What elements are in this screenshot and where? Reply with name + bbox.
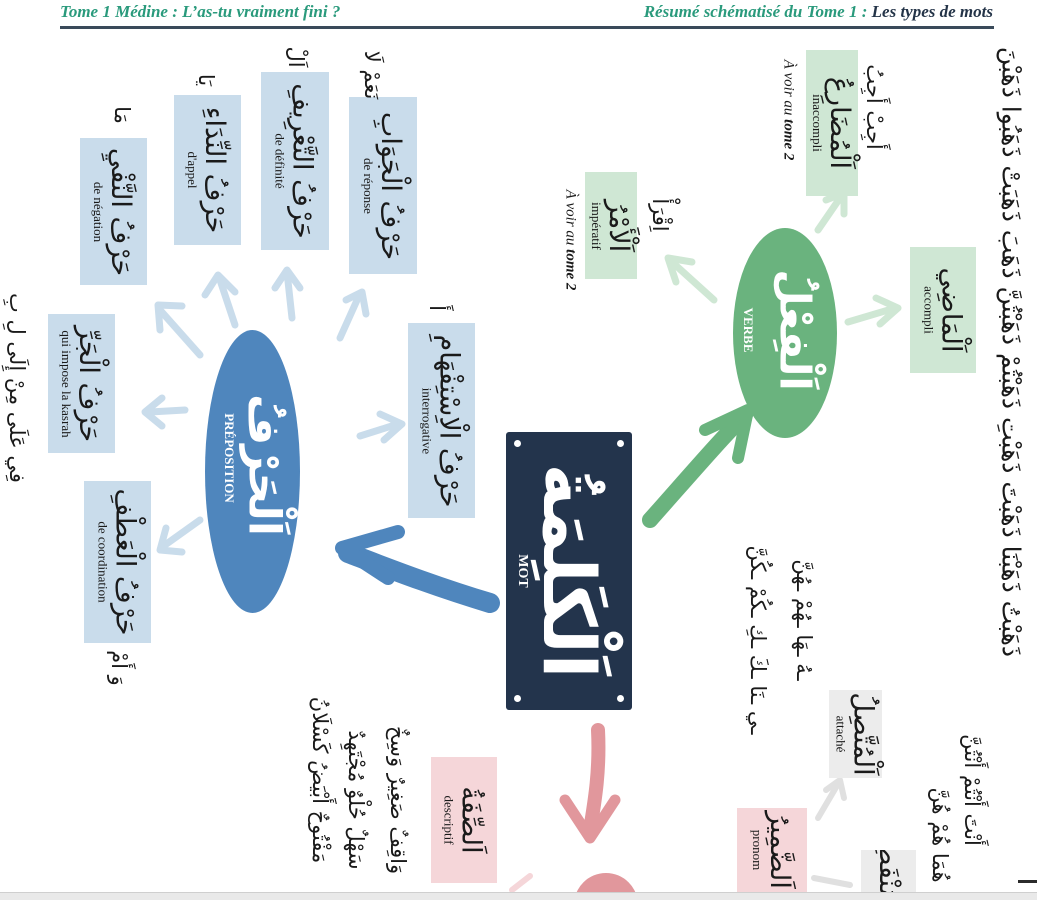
nida-french: d'appel: [185, 151, 201, 189]
munfasil-arabic: اَلْمُنْفَصِلُ: [873, 850, 904, 892]
tarif-french: de définité: [272, 133, 288, 189]
note-amr-tome: tome 2: [562, 249, 579, 291]
madi-arabic: اَلْمَاضِي: [934, 267, 966, 353]
box-tarif: حَرْفُ التَّعْرِيفِde définité: [261, 72, 329, 250]
mudari-arabic: اَلْمُضَارِعُ: [824, 76, 855, 170]
harf-oval: [205, 330, 300, 613]
box-mudari: اَلْمُضَارِعُinaccompli: [806, 50, 858, 196]
center-french: MOT: [515, 554, 530, 588]
jarr-arabic: حَرْفُ الْجَرِّ: [73, 325, 105, 442]
box-nida: حَرْفُ النِّدَاءِd'appel: [174, 95, 241, 245]
jawab-examples: نَعَمْ لَا: [360, 50, 384, 100]
verbe-french: VERBE: [741, 307, 756, 353]
note-amr: À voir au tome 2: [562, 190, 579, 291]
harf-arabic: اَلْحَرْفُ: [238, 394, 290, 536]
box-istifham: حَرْفُ الْاِسْتِفْهَامِinterrogative: [408, 323, 475, 518]
nafy-french: de négation: [91, 181, 107, 242]
atf-arabic: حَرْفُ الْعَطْفِ: [109, 488, 141, 636]
sifa-subarrow: [509, 873, 533, 893]
arrow-to-verbe: [642, 404, 754, 528]
nafy-arabic: حَرْفُ النَّفْيِ: [105, 147, 137, 276]
center-arabic: اَلْكَلِمَةُ: [527, 463, 611, 679]
nafy-examples: مَا: [110, 106, 134, 124]
muttasil-arabic: اَلْمُتَّصِلُ: [847, 692, 879, 776]
jarr-examples: فِي عَلَى مِنْ إِلَى لِ بِ: [5, 293, 29, 483]
card-dot: [617, 695, 624, 702]
istifham-french: interrogative: [419, 387, 435, 454]
ism-subarrows: [811, 777, 853, 888]
box-damir: اَلضَّمِيرُpronom: [737, 808, 807, 892]
page-edge-line: [1018, 880, 1037, 883]
header-right-prefix: Résumé schématisé du Tome 1 :: [643, 2, 868, 21]
arrow-to-ism: [559, 723, 621, 844]
box-nafy: حَرْفُ النَّفْيِde négation: [80, 138, 147, 285]
sifa-arabic: اَلصِّفَةُ: [455, 786, 487, 854]
amr-french: impératif: [588, 201, 604, 250]
note-mudari-prefix: À voir au: [780, 59, 797, 116]
istifham-examples: أَ: [425, 305, 449, 311]
header-rule: [60, 26, 994, 29]
box-amr: اَلْأَمْرُimpératif: [585, 172, 637, 279]
sifa-examples-2: سَهْلٌ حُلْوٌ مُجْتَهِدٌ: [344, 730, 368, 870]
harf-subarrows: [141, 266, 406, 556]
jarr-french: qui impose la kasrah: [59, 329, 75, 438]
box-jawab: حَرْفُ الْجَوَابِde réponse: [349, 97, 417, 274]
note-amr-prefix: À voir au: [562, 189, 579, 246]
atf-french: de coordination: [95, 521, 111, 603]
verbe-oval: [733, 228, 837, 438]
viewer-bottom-bar: [0, 892, 1037, 900]
muttasil-french: attaché: [833, 715, 849, 753]
box-jarr: حَرْفُ الْجَرِّqui impose la kasrah: [48, 314, 115, 453]
verbe-arabic: اَلْفِعْلُ: [770, 269, 820, 391]
munfasil-examples-1: أَنْتَ أَنْتُمْ أَنْتُنَّ: [960, 734, 984, 846]
amr-examples: اِقْرَأْ: [648, 198, 672, 232]
header-left-title: Tome 1 Médine : L’as-tu vraiment fini ?: [60, 2, 341, 21]
box-munfasil: اَلْمُنْفَصِلُ: [861, 850, 916, 892]
amr-arabic: اَلْأَمْرُ: [603, 199, 634, 252]
sifa-examples-3: مَفْتُوحٌ أَبْيَضُ كَسْلَانُ: [308, 696, 332, 864]
header-right-suffix: Les types de mots: [871, 2, 993, 21]
card-dot: [514, 695, 521, 702]
madi-french: accompli: [920, 286, 936, 334]
header-right-title: Résumé schématisé du Tome 1 : Les types …: [644, 2, 993, 22]
muttasil-examples-1: ـهُ ـهَا ـهُمْ ـهُنَّ: [792, 559, 816, 681]
center-card: [506, 432, 632, 710]
card-dot: [514, 440, 521, 447]
mudari-french: inaccompli: [809, 94, 825, 152]
damir-french: pronom: [749, 829, 765, 871]
nida-examples: يَا: [194, 73, 218, 87]
jawab-arabic: حَرْفُ الْجَوَابِ: [374, 111, 406, 260]
jawab-french: de réponse: [360, 157, 376, 214]
note-mudari-tome: tome 2: [780, 119, 797, 161]
sifa-examples-1: وَاقِفٌ صَغِيرٌ وَسِخٌ: [386, 725, 410, 875]
tarif-examples: اَلْ: [284, 46, 308, 68]
box-atf: حَرْفُ الْعَطْفِde coordination: [84, 481, 151, 643]
mudari-examples: أَجِبْ أَجِبُ: [862, 64, 886, 150]
note-mudari: À voir au tome 2: [780, 60, 797, 161]
istifham-arabic: حَرْفُ الْاِسْتِفْهَامِ: [433, 334, 465, 507]
nida-arabic: حَرْفُ النِّدَاءِ: [199, 106, 231, 234]
tarif-arabic: حَرْفُ التَّعْرِيفِ: [287, 83, 318, 239]
box-sifa: اَلصِّفَةُdescriptif: [431, 757, 497, 883]
conjugation-column: ذَهَبْتُ ذَهَبْنَا ذَهَبْتَ ذَهَبْتِ ذَه…: [996, 46, 1026, 658]
munfasil-examples-2: هُمَا هُمْ هُنَّ: [928, 787, 952, 883]
harf-french: PRÉPOSITION: [222, 413, 237, 503]
damir-arabic: اَلضَّمِيرُ: [764, 811, 795, 889]
arrow-to-harf: [335, 525, 500, 613]
muttasil-examples-2: ـي ـنَا ـكَ ـكِ ـكُمْ ـكُنَّ: [746, 545, 770, 735]
sifa-french: descriptif: [441, 795, 457, 845]
box-muttasil: اَلْمُتَّصِلُattaché: [829, 690, 882, 778]
card-dot: [617, 440, 624, 447]
atf-examples: وَ أَمْ: [107, 650, 131, 686]
